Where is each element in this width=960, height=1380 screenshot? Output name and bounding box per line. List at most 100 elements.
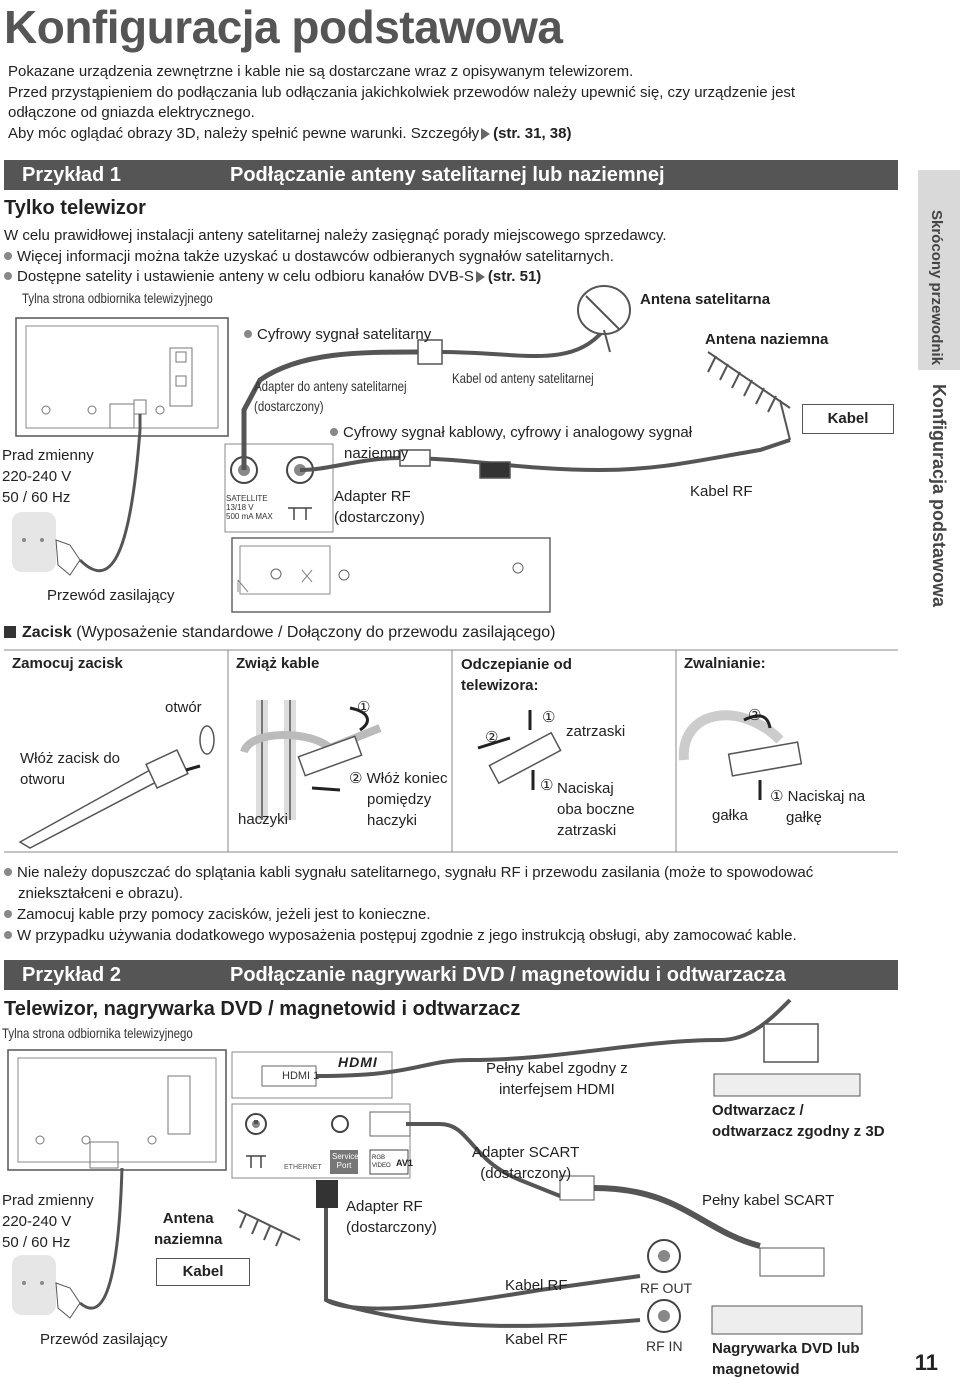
clamp-step2-num1: ① xyxy=(357,699,371,716)
page-title: Konfiguracja podstawowa xyxy=(4,1,563,53)
side-tab: Skrócony przewodnik Konfiguracja podstaw… xyxy=(918,170,960,1380)
rf-in-label: RF IN xyxy=(646,1338,683,1354)
square-bullet-icon xyxy=(4,626,16,638)
arrow-right-icon xyxy=(481,127,491,140)
tv-back-icon xyxy=(7,1049,227,1171)
example2-header: Przykład 2 Podłączanie nagrywarki DVD / … xyxy=(4,960,898,990)
clamp-step2-insert: ② Włóż koniec pomiędzy haczyki xyxy=(349,770,448,829)
page-ref-link[interactable]: (str. 31, 38) xyxy=(493,124,572,142)
example2-number: Przykład 2 xyxy=(22,964,121,986)
bullet-icon xyxy=(4,272,12,280)
example1-subtitle: Tylko telewizor xyxy=(4,197,146,219)
clamp-step3-num1b: ① xyxy=(540,777,554,794)
sat-dish-label: Antena satelitarna xyxy=(640,291,771,308)
hdmi-logo: HDMI xyxy=(338,1054,378,1070)
clamp-press-label: Naciskaj oba boczne zatrzaski xyxy=(557,780,635,839)
intro-line: Aby móc oglądać obrazy 3D, należy spełni… xyxy=(8,124,572,142)
sat-signal-label: Cyfrowy sygnał satelitarny xyxy=(244,325,431,345)
side-tab-top-label: Skrócony przewodnik xyxy=(928,210,945,366)
tv-back-icon xyxy=(15,317,229,437)
av1-label: AV1 xyxy=(396,1158,413,1168)
example1-header: Przykład 1 Podłączanie anteny satelitarn… xyxy=(4,160,898,190)
power-cord-label-2: Przewód zasilający xyxy=(40,1331,168,1348)
hdmi-port-label: HDMI 1 xyxy=(282,1070,320,1082)
clamp-step3-heading: Odczepianie od telewizora: xyxy=(461,656,572,694)
example2-title: Podłączanie nagrywarki DVD / magnetowidu… xyxy=(230,964,786,986)
player-icon xyxy=(713,1073,861,1097)
tv-back-label-2: Tylna strona odbiornika telewizyjnego xyxy=(2,1025,193,1041)
clamp-catches-label: zatrzaski xyxy=(566,723,626,740)
scart-adapter-label: Adapter SCART (dostarczony) xyxy=(472,1144,580,1182)
bullet-icon xyxy=(330,428,338,436)
intro-line: Pokazane urządzenia zewnętrzne i kable n… xyxy=(8,63,634,80)
clamp-header: Zacisk (Wyposażenie standardowe / Dołącz… xyxy=(4,624,556,642)
clamp-icon xyxy=(18,725,215,849)
recorder-icon xyxy=(711,1305,863,1335)
intro-line: odłączone od gniazda elektrycznego. xyxy=(8,104,255,121)
clamp-step2-heading: Zwiąż kable xyxy=(236,655,320,672)
clamp-knob-label: gałka xyxy=(712,807,748,824)
hdmi-cable-label: Pełny kabel zgodny z interfejsem HDMI xyxy=(486,1060,628,1098)
clamp-insert-label: Włóż zacisk do otworu xyxy=(20,750,121,788)
satellite-port-label: SATELLITE 13/18 V 500 mA MAX xyxy=(226,494,273,521)
detach-clamp-icon xyxy=(477,710,562,790)
tie-cables-icon xyxy=(240,700,382,820)
terrestrial-antenna-icon xyxy=(237,1209,301,1247)
terr-antenna-label-2: Antena naziemna xyxy=(154,1210,223,1248)
clamp-hooks-label: haczyki xyxy=(238,811,289,828)
sat-cable-label: Kabel od anteny satelitarnej xyxy=(452,370,594,386)
ethernet-label: ETHERNET xyxy=(284,1164,322,1171)
terr-antenna-label: Antena naziemna xyxy=(705,331,829,348)
satellite-dish-icon xyxy=(577,285,631,335)
rf-adapter-label-2: Adapter RF (dostarczony) xyxy=(346,1198,437,1236)
rf-adapter-label: Adapter RF (dostarczony) xyxy=(334,488,425,526)
example2-subtitle: Telewizor, nagrywarka DVD / magnetowid i… xyxy=(4,998,521,1020)
player-label: Odtwarzacz / odtwarzacz zgodny z 3D xyxy=(712,1102,885,1140)
terrestrial-antenna-icon xyxy=(707,351,791,441)
side-tab-bottom-label: Konfiguracja podstawowa xyxy=(929,384,949,608)
example1-title: Podłączanie anteny satelitarnej lub nazi… xyxy=(230,164,665,186)
clamp-hole-label: otwór xyxy=(165,699,202,716)
rf-signal-label: Cyfrowy sygnał kablowy, cyfrowy i analog… xyxy=(330,422,692,464)
bullet-icon xyxy=(4,868,12,876)
example1-text: W celu prawidłowej instalacji anteny sat… xyxy=(4,227,667,285)
intro-line: Przed przystąpieniem do podłączania lub … xyxy=(8,83,796,101)
service-port-label: Service Port xyxy=(332,1152,359,1170)
rf-cable-label-2b: Kabel RF xyxy=(505,1331,568,1348)
bullet-icon xyxy=(4,931,12,939)
hdmi-plug-icon xyxy=(763,1023,819,1063)
scart-cable-label: Pełny kabel SCART xyxy=(702,1192,835,1209)
side-tab-highlight xyxy=(918,170,960,370)
power-label-2: Prad zmienny 220-240 V 50 / 60 Hz xyxy=(2,1192,94,1251)
arrow-right-icon xyxy=(475,271,485,284)
cable-box-label-2: Kabel xyxy=(156,1258,250,1286)
bullet-icon xyxy=(4,251,12,260)
rf-cable-label-2a: Kabel RF xyxy=(505,1277,568,1294)
clamp-step3-num2: ② xyxy=(485,729,499,746)
rf-cable-label: Kabel RF xyxy=(690,483,753,500)
bullet-icon xyxy=(4,910,12,918)
intro-text: Pokazane urządzenia zewnętrzne i kable n… xyxy=(8,62,868,144)
cable-box-label: Kabel xyxy=(802,404,894,434)
power-cord-label: Przewód zasilający xyxy=(47,587,175,604)
release-clamp-icon xyxy=(678,710,803,800)
page-number: 11 xyxy=(914,1350,938,1375)
example1-number: Przykład 1 xyxy=(22,164,121,186)
bullet-icon xyxy=(244,330,252,338)
clamp-step3-num1: ① xyxy=(542,709,556,726)
clamp-step4-num2: ② xyxy=(748,707,762,724)
page-ref-link[interactable]: (str. 51) xyxy=(487,268,542,285)
tv-back-label: Tylna strona odbiornika telewizyjnego xyxy=(22,290,213,306)
notes: Nie należy dopuszczać do splątania kabli… xyxy=(4,862,813,946)
scart-plug-icon xyxy=(759,1247,825,1277)
clamp-knob-press-label: ① Naciskaj na gałkę xyxy=(770,788,866,826)
sat-adapter-label: Adapter do anteny satelitarnej (dostarcz… xyxy=(254,378,407,414)
clamp-step1-heading: Zamocuj zacisk xyxy=(12,655,123,672)
rf-out-label: RF OUT xyxy=(640,1280,693,1296)
power-label: Prad zmienny 220-240 V 50 / 60 Hz xyxy=(2,447,94,506)
rgb-video-label: RGB VIDEO xyxy=(372,1155,391,1169)
recorder-label: Nagrywarka DVD lub magnetowid xyxy=(712,1340,860,1378)
